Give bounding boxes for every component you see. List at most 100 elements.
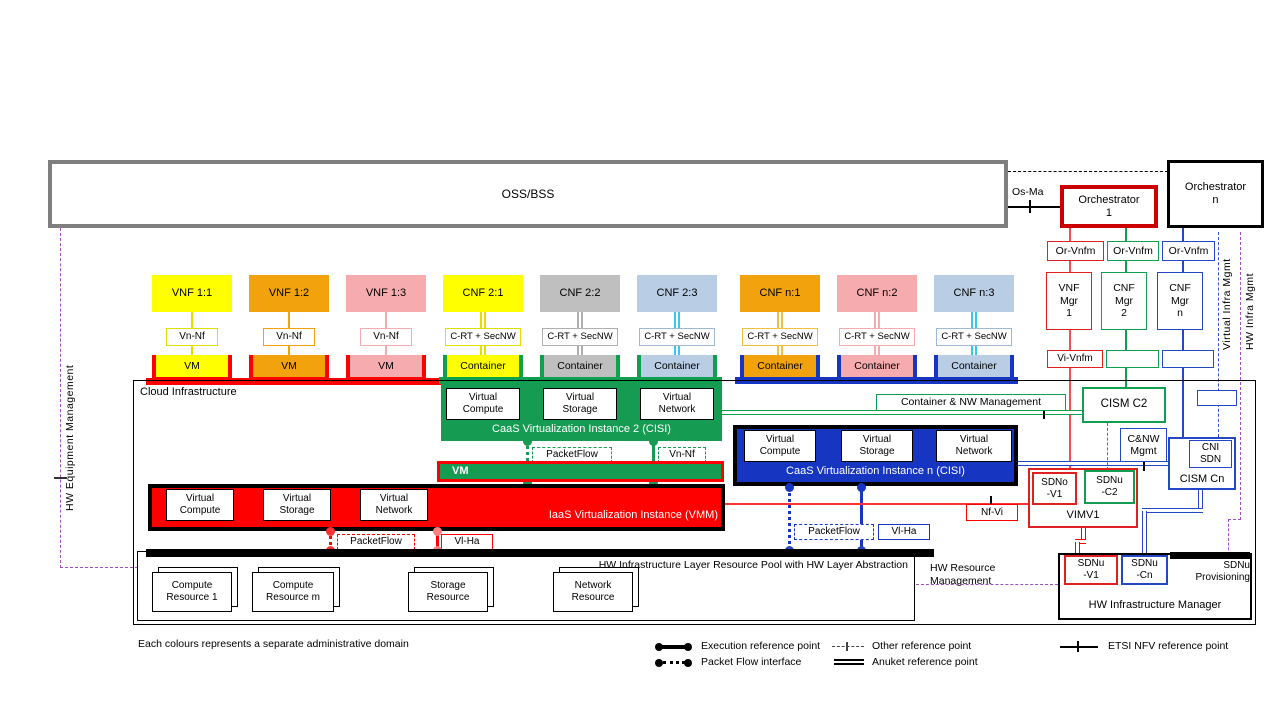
cismcn-sdnu-line <box>1198 490 1203 512</box>
vn-nf-ref-box: Vn-Nf <box>263 328 315 346</box>
virtual-storage-box: Virtual Storage <box>841 430 913 462</box>
etsi-tick <box>990 496 992 508</box>
network-resource-box: Network Resource <box>553 572 633 612</box>
orchestrator-n-box: Orchestrator n <box>1167 160 1264 228</box>
anuket-symbol-line <box>834 659 864 665</box>
c-rt-secnw-ref-box: C-RT + SecNW <box>936 328 1012 346</box>
cnf-mgr-n-box: CNF Mgr n <box>1157 272 1203 330</box>
hw-infra-mgmt-dashed-line2 <box>1228 519 1229 555</box>
orchestrator-1-box: Orchestrator 1 <box>1060 185 1158 228</box>
execution-symbol-dot <box>684 643 692 651</box>
other-symbol-tick <box>846 642 848 651</box>
vl-ha-ref-box: Vl-Ha <box>441 534 493 550</box>
vnf-box: VNF 1:3 <box>346 275 426 312</box>
caasn-cism-anuket-line <box>1018 461 1170 466</box>
cloud-infrastructure-box <box>133 380 1256 625</box>
execution-point-dot <box>649 437 658 446</box>
execution-symbol-dot <box>655 643 663 651</box>
hw-pool-title: HW Infrastructure Layer Resource Pool wi… <box>598 559 908 571</box>
legend-etsi-label: ETSI NFV reference point <box>1108 640 1229 652</box>
cismcn-sdnu-line <box>1142 508 1203 513</box>
cismcn-sdnu-line <box>1142 511 1147 555</box>
or-vnfm-1-box: Or-Vnfm <box>1047 241 1104 261</box>
vimv1-sdnu-line <box>1075 539 1086 544</box>
nf-vi-line <box>725 503 1028 505</box>
vimv1-label: VIMV1 <box>1066 509 1100 522</box>
packetflow-dotted-line <box>329 531 332 551</box>
container-box: Container <box>837 355 917 381</box>
virtual-compute-box: Virtual Compute <box>446 388 520 420</box>
c-rt-secnw-ref-box: C-RT + SecNW <box>445 328 521 346</box>
vnf-mgr-1-box: VNF Mgr 1 <box>1046 272 1092 330</box>
os-ma-label: Os-Ma <box>1012 186 1044 198</box>
oss-bss-box: OSS/BSS <box>48 160 1008 228</box>
or-vnfm-2-box: Or-Vnfm <box>1107 241 1159 261</box>
hw-equipment-mgmt-label: HW Equipment Management <box>64 364 76 512</box>
execution-point-dot <box>523 437 532 446</box>
iaas-title: IaaS Virtualization Instance (VMM) <box>548 509 718 521</box>
vi-vnfm-green-box <box>1106 350 1159 368</box>
os-ma-line <box>1008 206 1060 208</box>
vl-ha-ref-box: Vl-Ha <box>878 524 930 540</box>
cnf-box: CNF 2:2 <box>540 275 620 312</box>
oss-orchestratorn-dashed-line <box>1008 171 1168 172</box>
orchestratorn-cnfmgrn-line <box>1182 228 1184 437</box>
cnf-box: CNF 2:1 <box>443 275 523 312</box>
execution-symbol-line <box>660 645 688 649</box>
virtual-network-box: Virtual Network <box>360 489 428 521</box>
vn-nf-ref-box: Vn-Nf <box>166 328 218 346</box>
vl-ha-line <box>860 486 863 551</box>
cnf-box: CNF n:1 <box>740 275 820 312</box>
hw-equipment-mgmt-dashed-hline <box>60 567 138 568</box>
cism-c2-box: CISM C2 <box>1082 387 1166 423</box>
sdnu-cn-box: SDNu -Cn <box>1121 555 1168 585</box>
cloud-infrastructure-label: Cloud Infrastructure <box>140 386 237 398</box>
hw-pool-box <box>137 551 915 621</box>
vl-ha-line <box>436 531 439 551</box>
compute-resource-1-box: Compute Resource 1 <box>152 572 232 612</box>
oss-bss-label: OSS/BSS <box>501 186 555 201</box>
sdnu-v1-box: SDNu -V1 <box>1064 555 1118 585</box>
hw-infra-mgmt-dashed-jog <box>1228 519 1241 520</box>
vimv1-sdnu-line <box>1075 542 1080 556</box>
execution-point-dot <box>523 479 532 488</box>
vm-domain-bar <box>146 378 454 385</box>
legend-domain-note: Each colours represents a separate admin… <box>138 638 409 650</box>
c-rt-secnw-ref-box: C-RT + SecNW <box>639 328 715 346</box>
compute-resource-m-box: Compute Resource m <box>252 572 334 612</box>
execution-point-dot <box>785 483 794 492</box>
virtual-storage-box: Virtual Storage <box>543 388 617 420</box>
cnw-mgmt-box: C&NW Mgmt <box>1120 428 1167 462</box>
virtual-compute-box: Virtual Compute <box>166 489 234 521</box>
cism-c2-sdnu-dashed-line <box>1107 423 1108 470</box>
hw-resource-mgmt-dashed-line <box>916 584 1058 585</box>
execution-point-dot <box>857 483 866 492</box>
c-rt-secnw-ref-box: C-RT + SecNW <box>542 328 618 346</box>
or-vnfm-3-box: Or-Vnfm <box>1162 241 1215 261</box>
iaas-box <box>148 484 725 531</box>
execution-point-dot <box>326 527 335 536</box>
hw-infra-mgmt-dashed-line <box>1240 232 1241 520</box>
virtual-compute-box: Virtual Compute <box>744 430 816 462</box>
vm-host-bar: VM <box>437 461 724 482</box>
etsi-tick <box>54 477 67 479</box>
etsi-symbol-tick <box>1077 641 1079 652</box>
vi-vnfm-blue-box <box>1162 350 1214 368</box>
hw-equipment-mgmt-dashed-vline <box>60 228 61 568</box>
etsi-tick <box>1029 200 1031 213</box>
cnf-box: CNF n:3 <box>934 275 1014 312</box>
container-nw-mgmt-box: Container & NW Management <box>876 394 1066 411</box>
cnf-box: CNF 2:3 <box>637 275 717 312</box>
packetflow-dotted-line <box>788 486 791 551</box>
cism-cn-label: CISM Cn <box>1179 473 1225 486</box>
virtual-network-box: Virtual Network <box>640 388 714 420</box>
cnf-box: CNF n:2 <box>837 275 917 312</box>
nf-vi-ref-box: Nf-Vi <box>966 504 1018 521</box>
vimv1-sdnu-line <box>1081 528 1086 541</box>
hw-abstraction-bar <box>146 549 934 557</box>
c-rt-secnw-ref-box: C-RT + SecNW <box>839 328 915 346</box>
cloud-right-blue-box <box>1197 390 1237 406</box>
virtual-network-box: Virtual Network <box>936 430 1012 462</box>
sdnu-c2-box: SDNu -C2 <box>1084 470 1135 504</box>
